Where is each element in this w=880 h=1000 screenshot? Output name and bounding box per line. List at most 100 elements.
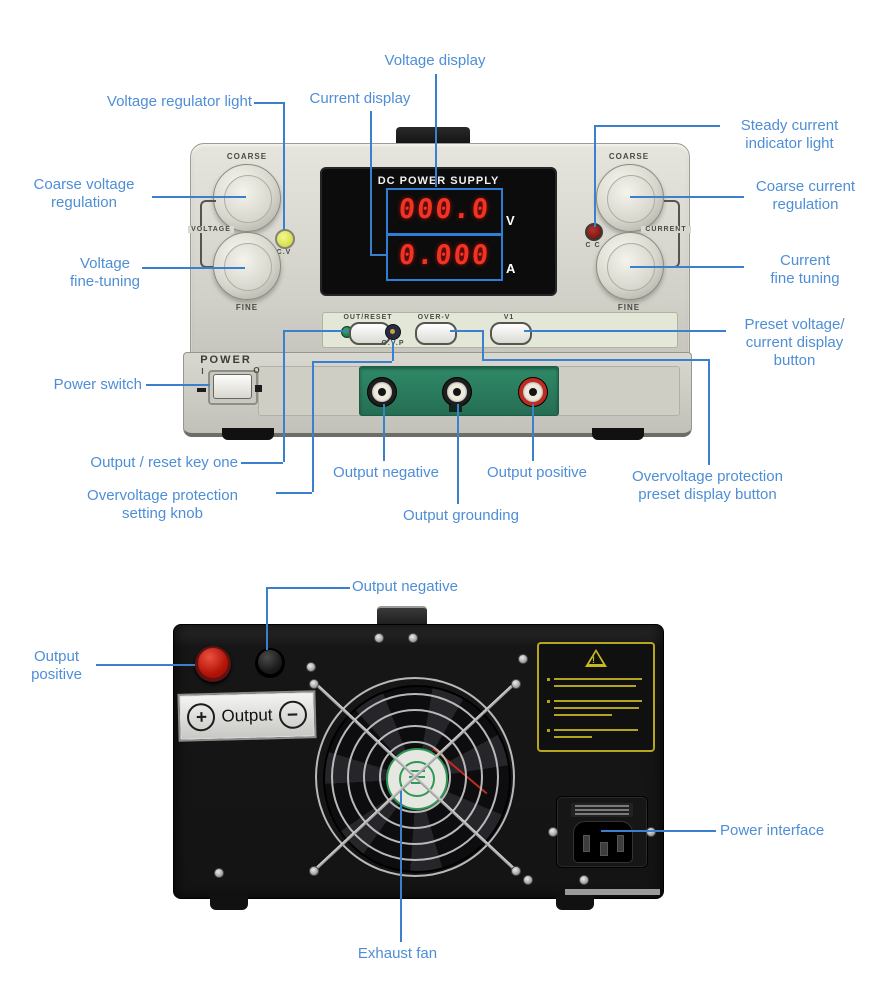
current-label: CURRENT	[641, 226, 691, 233]
annotation-line	[630, 266, 744, 268]
output-positive-jack	[518, 377, 548, 407]
annotation-line	[96, 664, 195, 666]
warning-label: !	[537, 642, 655, 752]
label-output-reset-key-one: Output / reset key one	[90, 454, 238, 471]
fan-guard-ring	[379, 741, 451, 813]
front-foot-right	[592, 428, 644, 440]
cv-indicator-light	[275, 229, 295, 249]
screw-icon	[579, 875, 589, 885]
label-power-interface: Power interface	[720, 822, 825, 839]
annotation-line	[370, 111, 372, 256]
power-interface-inlet	[556, 796, 648, 868]
inlet-pin	[600, 842, 608, 856]
annotation-line	[312, 361, 314, 492]
voltage-unit: V	[506, 213, 515, 228]
current-group-bracket	[664, 200, 680, 268]
label-output-positive-front: Output positive	[486, 464, 588, 481]
fine-label-right: FINE	[617, 303, 641, 312]
back-foot-right	[556, 895, 594, 910]
warning-bullet	[547, 729, 550, 732]
output-grounding-jack	[442, 377, 472, 407]
voltage-fine-knob	[213, 232, 281, 300]
output-polarity-plate: + Output −	[177, 690, 317, 742]
warning-exclamation: !	[592, 655, 595, 665]
screw-icon	[518, 654, 528, 664]
current-display-value: 0.000	[397, 240, 492, 271]
current-display-outline: 0.000	[386, 234, 503, 281]
minus-icon: −	[278, 700, 307, 730]
label-voltage-regulator-light: Voltage regulator light	[106, 93, 252, 110]
annotation-line	[241, 462, 283, 464]
coarse-label-right: COARSE	[608, 152, 650, 161]
screw-icon	[548, 827, 558, 837]
back-bottom-trim	[565, 889, 660, 895]
screw-icon	[306, 662, 316, 672]
inlet-rating-label	[571, 803, 633, 817]
screw-icon	[214, 868, 224, 878]
fan-guard-ring	[363, 725, 467, 829]
warning-bullet	[547, 678, 550, 681]
fan-guard-ring	[347, 709, 483, 845]
label-voltage-display: Voltage display	[384, 52, 486, 69]
annotation-line	[594, 125, 596, 227]
annotation-line	[457, 404, 459, 504]
annotation-line	[276, 492, 312, 494]
exhaust-fan	[309, 677, 521, 877]
label-output-negative-front: Output negative	[333, 464, 439, 481]
cv-label: C.V	[276, 249, 292, 256]
fan-guard-ring	[331, 693, 499, 861]
screw-icon	[511, 866, 521, 876]
annotation-line	[392, 342, 394, 361]
display-panel: DC POWER SUPPLY 000.0 V 0.000 A	[320, 167, 557, 296]
annotation-line	[532, 404, 534, 461]
display-title: DC POWER SUPPLY	[377, 175, 500, 187]
warning-text-line	[554, 700, 642, 702]
warning-text-line	[554, 685, 636, 687]
over-v-label: OVER-V	[417, 314, 451, 321]
annotation-line	[152, 196, 246, 198]
current-unit: A	[506, 261, 516, 276]
voltage-display-outline: 000.0	[386, 188, 503, 235]
annotation-line	[146, 384, 210, 386]
annotation-line	[312, 361, 392, 363]
label-output-negative-back: Output negative	[352, 578, 458, 595]
annotation-line	[254, 102, 284, 104]
annotation-line	[524, 330, 726, 332]
label-power-switch: Power switch	[53, 376, 142, 393]
annotation-line	[601, 830, 716, 832]
coarse-label-left: COARSE	[226, 152, 268, 161]
power-label: POWER	[200, 354, 252, 366]
screw-icon	[511, 679, 521, 689]
screw-icon	[309, 679, 319, 689]
annotation-line	[142, 267, 245, 269]
annotation-line	[595, 125, 720, 127]
cc-label: C C	[585, 242, 601, 249]
ovp-knob-center	[390, 329, 395, 334]
annotation-line	[482, 330, 484, 359]
annotation-line	[266, 587, 268, 650]
annotation-line	[630, 196, 744, 198]
fan-guard-ring	[315, 677, 515, 877]
output-negative-jack	[367, 377, 397, 407]
screw-icon	[374, 633, 384, 643]
voltage-display-value: 000.0	[397, 194, 492, 225]
voltage-label: VOLTAGE	[188, 226, 234, 233]
back-output-negative-button	[255, 648, 285, 678]
warning-text-line	[554, 736, 592, 738]
screw-icon	[408, 633, 418, 643]
label-exhaust-fan: Exhaust fan	[357, 945, 438, 962]
annotation-line	[482, 359, 708, 361]
warning-bullet	[547, 700, 550, 703]
power-on-mark: I	[201, 367, 205, 376]
plus-icon: +	[187, 702, 216, 732]
back-foot-left	[210, 895, 248, 910]
label-output-grounding: Output grounding	[403, 507, 519, 524]
annotation-line	[400, 791, 402, 942]
front-foot-left	[222, 428, 274, 440]
